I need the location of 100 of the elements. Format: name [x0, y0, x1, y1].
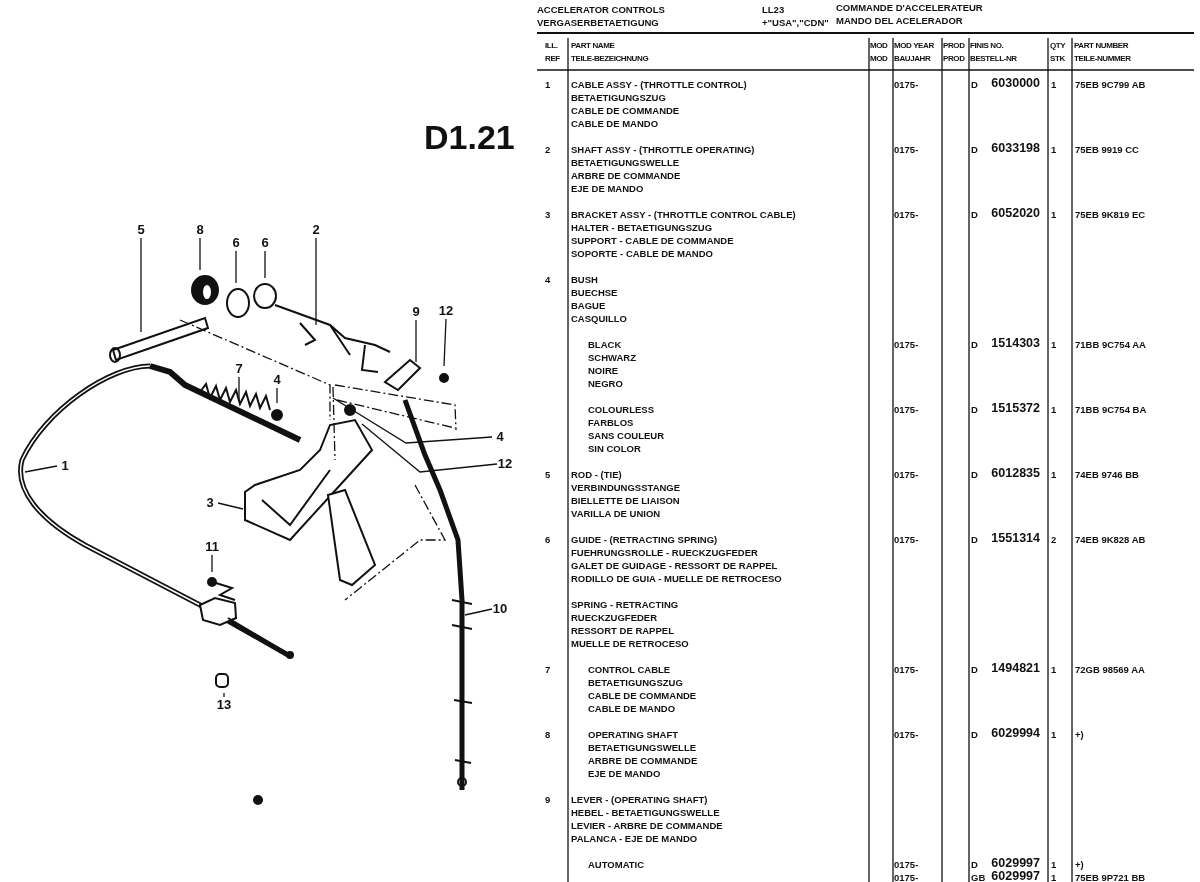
quantity: 1 [1051, 144, 1057, 155]
leader-line [238, 376, 240, 401]
part-name: BETAETIGUNGSZUG [571, 92, 666, 103]
part-name: VARILLA DE UNION [571, 508, 661, 519]
part-number: 74EB 9K828 AB [1075, 534, 1146, 545]
finis-number: 1551314 [991, 532, 1040, 545]
finis-number: 6030000 [991, 77, 1040, 90]
page-heading: LL23 [762, 4, 785, 15]
part-name: NEGRO [588, 378, 623, 389]
part-name: SANS COULEUR [588, 430, 664, 441]
page-heading: ACCELERATOR CONTROLS [537, 4, 665, 15]
finis-number: 6029994 [991, 727, 1040, 740]
column-heading: TEILE-BEZEICHNUNG [571, 53, 649, 64]
part-number: 75EB 9P721 BB [1075, 872, 1146, 882]
part-name: OPERATING SHAFT [588, 729, 679, 740]
quantity: 1 [1051, 339, 1057, 350]
production-code: D [971, 664, 978, 675]
production-code: GB [971, 872, 986, 882]
leader-line [24, 465, 58, 473]
part-name: SIN COLOR [588, 443, 641, 454]
part-name: BETAETIGUNGSZUG [588, 677, 683, 688]
column-heading: BESTELL-NR [970, 53, 1017, 64]
column-heading: TEILE-NUMMER [1074, 53, 1131, 64]
leader-line [140, 237, 142, 333]
part-name: LEVER - (OPERATING SHAFT) [571, 794, 708, 805]
part-name: SCHWARZ [588, 352, 637, 363]
part-name: BLACK [588, 339, 622, 350]
ill-ref-number: 8 [545, 729, 551, 740]
ill-ref-number: 1 [545, 79, 551, 90]
ill-ref-number: 9 [545, 794, 551, 805]
quantity: 1 [1051, 209, 1057, 220]
ill-ref-number: 5 [545, 469, 551, 480]
part-number: +) [1075, 729, 1084, 740]
callout-number: 9 [412, 305, 420, 319]
part-name: BRACKET ASSY - (THROTTLE CONTROL CABLE) [571, 209, 796, 220]
part-name: BUSH [571, 274, 598, 285]
leader-line [443, 318, 447, 367]
callout-number: 7 [235, 362, 243, 376]
production-code: D [971, 209, 978, 220]
column-heading: MOD [870, 40, 888, 51]
part-name: CABLE DE COMMANDE [588, 690, 697, 701]
part-name: CABLE ASSY - (THROTTLE CONTROL) [571, 79, 747, 90]
leader-line [361, 423, 498, 473]
production-code: D [971, 534, 978, 545]
part-name: LEVIER - ARBRE DE COMMANDE [571, 820, 723, 831]
callout-number: 10 [492, 602, 508, 616]
part-number: +) [1075, 859, 1084, 870]
finis-number: 6029997 [991, 857, 1040, 870]
part-name: BETAETIGUNGSWELLE [588, 742, 697, 753]
page-heading: MANDO DEL ACELERADOR [836, 15, 963, 26]
callout-number: 8 [196, 223, 204, 237]
part-number: 74EB 9746 BB [1075, 469, 1139, 480]
page-heading: COMMANDE D'ACCELERATEUR [836, 2, 983, 13]
leader-line [464, 608, 493, 616]
callout-number: 11 [205, 540, 219, 554]
callout-number: 12 [438, 304, 454, 318]
callout-number: 6 [261, 236, 269, 250]
part-name: COLOURLESS [588, 404, 654, 415]
part-number: 71BB 9C754 AA [1075, 339, 1146, 350]
leader-line [199, 237, 201, 271]
part-name: BETAETIGUNGSWELLE [571, 157, 680, 168]
column-heading: MOD [870, 53, 888, 64]
ill-ref-number: 4 [545, 274, 551, 285]
part-name: CABLE DE MANDO [588, 703, 676, 714]
model-year: 0175- [894, 144, 919, 155]
ill-ref-number: 7 [545, 664, 551, 675]
page-heading: +"USA","CDN" [762, 17, 829, 28]
part-name: ARBRE DE COMMANDE [588, 755, 698, 766]
production-code: D [971, 729, 978, 740]
leader-line [315, 237, 317, 326]
part-name: CASQUILLO [571, 313, 627, 324]
leader-line [276, 387, 278, 404]
part-name: BAGUE [571, 300, 606, 311]
part-name: SPRING - RETRACTING [571, 599, 679, 610]
part-name: GUIDE - (RETRACTING SPRING) [571, 534, 718, 545]
leader-line [235, 250, 237, 284]
finis-number: 1494821 [991, 662, 1040, 675]
part-name: ROD - (TIE) [571, 469, 622, 480]
callout-number: 4 [496, 430, 504, 444]
part-name: RESSORT DE RAPPEL [571, 625, 674, 636]
leader-line [415, 319, 417, 363]
column-heading: PROD [943, 40, 965, 51]
model-year: 0175- [894, 404, 919, 415]
column-heading: MOD YEAR [894, 40, 934, 51]
column-heading: FINIS NO. [970, 40, 1004, 51]
part-name: HALTER - BETAETIGUNGSZUG [571, 222, 713, 233]
quantity: 1 [1051, 664, 1057, 675]
model-year: 0175- [894, 339, 919, 350]
part-name: SHAFT ASSY - (THROTTLE OPERATING) [571, 144, 755, 155]
model-year: 0175- [894, 664, 919, 675]
callout-number: 2 [312, 223, 320, 237]
leader-line [217, 502, 244, 510]
quantity: 1 [1051, 79, 1057, 90]
finis-number: 1515372 [991, 402, 1040, 415]
column-heading: PART NUMBER [1074, 40, 1129, 51]
callout-number: 6 [232, 236, 240, 250]
column-heading: PROD [943, 53, 965, 64]
model-year: 0175- [894, 729, 919, 740]
finis-number: 6012835 [991, 467, 1040, 480]
finis-number: 1514303 [991, 337, 1040, 350]
